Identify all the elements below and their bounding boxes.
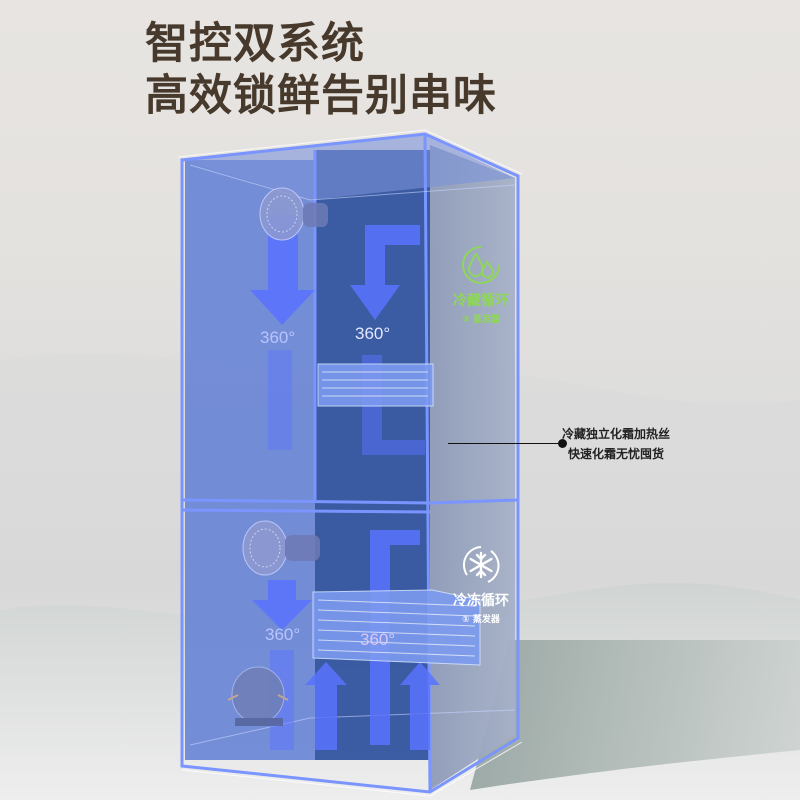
callout-line-1: 冷藏独立化霜加热丝 xyxy=(562,427,671,441)
defrost-callout: 冷藏独立化霜加热丝 快速化霜无忧囤货 xyxy=(562,424,670,464)
freezer-cycle-badge: 冷冻循环 ① 蒸发器 xyxy=(446,542,516,625)
fridge-fan xyxy=(259,187,328,241)
fridge-cycle-title: 冷藏循环 xyxy=(453,293,509,309)
airflow-label-freezer-right: 360° xyxy=(360,630,396,649)
compressor xyxy=(227,666,289,726)
freezer-fan xyxy=(242,520,320,576)
freezer-cycle-title: 冷冻循环 xyxy=(453,593,509,609)
airflow-label-fridge-left: 360° xyxy=(260,328,296,347)
fridge-evaporator xyxy=(317,363,434,407)
water-drops-icon xyxy=(462,246,500,284)
freezer-cycle-subtitle: ① 蒸发器 xyxy=(462,615,500,625)
snowflake-icon xyxy=(462,546,500,583)
freezer-evaporator xyxy=(312,589,481,666)
fridge-cycle-badge: 冷藏循环 ② 蒸发器 xyxy=(446,242,516,325)
callout-leader-line xyxy=(448,443,561,444)
callout-dot xyxy=(558,439,567,448)
headline-line-1: 智控双系统 xyxy=(145,19,365,69)
headline: 智控双系统 高效锁鲜告别串味 xyxy=(145,18,497,122)
callout-line-2: 快速化霜无忧囤货 xyxy=(568,447,665,461)
airflow-label-fridge-right: 360° xyxy=(355,324,391,343)
headline-line-2: 高效锁鲜告别串味 xyxy=(145,71,497,121)
airflow-label-freezer-left: 360° xyxy=(265,625,301,644)
fridge-cycle-subtitle: ② 蒸发器 xyxy=(462,315,500,325)
